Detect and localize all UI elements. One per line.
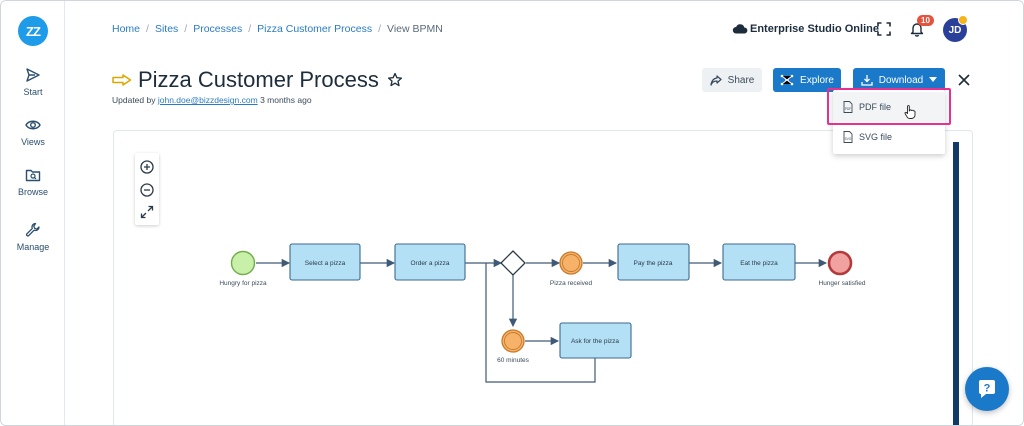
avatar-status-dot xyxy=(958,15,968,25)
breadcrumb-sites[interactable]: Sites xyxy=(154,23,179,35)
download-menu: PDF PDF file SVG SVG file xyxy=(833,90,945,154)
eye-icon xyxy=(25,120,41,130)
app-logo[interactable]: ZZ xyxy=(18,16,48,46)
download-label: Download xyxy=(878,74,924,86)
start-event-label: Hungry for pizza xyxy=(219,280,267,287)
close-icon xyxy=(958,74,970,86)
task-pay-pizza[interactable] xyxy=(617,243,690,281)
event-based-gateway[interactable] xyxy=(500,250,526,276)
svg-text:PDF: PDF xyxy=(845,107,851,111)
process-arrow-icon xyxy=(112,74,132,86)
updated-info: Updated by john.doe@bizzdesign.com 3 mon… xyxy=(112,95,312,105)
timer-event-label: 60 minutes xyxy=(497,357,530,364)
svg-file-icon: SVG xyxy=(843,131,853,143)
breadcrumb-processes[interactable]: Processes xyxy=(193,23,243,35)
zoom-in-icon xyxy=(140,160,154,174)
task-select-pizza[interactable] xyxy=(289,243,361,281)
sidebar-item-views[interactable]: Views xyxy=(1,117,65,147)
task-label: Eat the pizza xyxy=(740,260,778,267)
intermediate-event-inner-ring xyxy=(562,254,580,272)
breadcrumb-process[interactable]: Pizza Customer Process xyxy=(257,23,373,35)
help-chat-icon: ? xyxy=(979,380,995,398)
breadcrumb-separator: / xyxy=(184,23,188,35)
sidebar-item-browse[interactable]: Browse xyxy=(1,167,65,197)
intermediate-event-label: Pizza received xyxy=(550,280,593,287)
hand-cursor-icon xyxy=(904,105,916,119)
task-order-pizza[interactable] xyxy=(394,243,466,281)
svg-text:?: ? xyxy=(984,383,991,395)
close-button[interactable] xyxy=(958,73,970,91)
fullscreen-icon xyxy=(877,22,891,36)
updated-by-link[interactable]: john.doe@bizzdesign.com xyxy=(157,95,258,105)
main-content: Home / Sites / Processes / Pizza Customer Proc… xyxy=(65,1,1023,425)
svg-text:SVG: SVG xyxy=(845,137,852,141)
breadcrumb-separator: / xyxy=(146,23,149,35)
zoom-out-button[interactable] xyxy=(139,182,155,198)
highlight-box xyxy=(827,88,951,125)
end-event-label: Hunger satisfied xyxy=(819,280,866,287)
share-label: Share xyxy=(727,74,755,86)
help-button[interactable]: ? xyxy=(965,367,1009,411)
send-icon xyxy=(26,68,40,82)
breadcrumb: Home / Sites / Processes / Pizza Customer Proc… xyxy=(112,23,443,35)
timer-event-inner-ring xyxy=(504,332,522,350)
network-icon xyxy=(780,74,794,86)
menu-item-label: SVG file xyxy=(859,132,893,142)
fit-view-button[interactable] xyxy=(139,204,155,220)
zoom-in-button[interactable] xyxy=(139,159,155,175)
expand-icon xyxy=(140,205,154,219)
sidebar-item-label: Views xyxy=(21,137,45,147)
sidebar-item-manage[interactable]: Manage xyxy=(1,222,65,252)
pdf-file-icon: PDF xyxy=(843,101,853,113)
share-icon xyxy=(710,74,722,86)
page-title-row: Pizza Customer Process xyxy=(112,67,403,93)
task-label: Order a pizza xyxy=(410,260,449,267)
menu-item-svg[interactable]: SVG SVG file xyxy=(833,122,945,152)
caret-down-icon xyxy=(929,77,938,82)
task-eat-pizza[interactable] xyxy=(722,243,796,281)
canvas-scrollbar[interactable] xyxy=(953,142,959,425)
download-icon xyxy=(861,75,873,86)
share-button[interactable]: Share xyxy=(702,68,762,92)
page-title: Pizza Customer Process xyxy=(138,67,379,92)
sidebar-item-start[interactable]: Start xyxy=(1,67,65,97)
diagram-canvas[interactable] xyxy=(113,130,973,425)
start-event[interactable] xyxy=(230,250,256,276)
wrench-icon xyxy=(25,222,40,237)
intermediate-event-pizza-received[interactable] xyxy=(559,251,583,275)
sidebar-item-label: Start xyxy=(23,87,43,97)
notification-count-badge: 10 xyxy=(917,15,934,26)
task-label: Select a pizza xyxy=(305,260,346,267)
breadcrumb-home[interactable]: Home xyxy=(112,23,141,35)
studio-indicator: Enterprise Studio Online xyxy=(732,23,879,35)
menu-item-label: PDF file xyxy=(859,102,892,112)
cloud-icon xyxy=(732,24,748,34)
zoom-out-icon xyxy=(140,183,154,197)
updated-prefix: Updated by xyxy=(112,95,156,105)
folder-search-icon xyxy=(25,169,41,182)
task-ask-for-pizza[interactable] xyxy=(559,322,632,359)
sidebar-item-label: Manage xyxy=(16,242,50,252)
breadcrumb-separator: / xyxy=(378,23,382,35)
breadcrumb-separator: / xyxy=(248,23,252,35)
menu-item-pdf[interactable]: PDF PDF file xyxy=(833,92,945,122)
fullscreen-button[interactable] xyxy=(877,22,891,41)
sidebar-item-label: Browse xyxy=(17,187,48,197)
breadcrumb-current: View BPMN xyxy=(387,23,443,35)
task-label: Ask for the pizza xyxy=(571,338,619,345)
sidebar: ZZ Start Views Browse Manage xyxy=(1,1,65,425)
explore-label: Explore xyxy=(800,74,834,86)
end-event[interactable] xyxy=(827,250,853,276)
studio-name: Enterprise Studio Online xyxy=(750,23,879,35)
favorite-star-icon[interactable] xyxy=(387,72,403,88)
updated-when: 3 months ago xyxy=(260,95,312,105)
zoom-controls xyxy=(135,153,159,225)
bpmn-diagram: Hungry for pizza Select a pizza Order a … xyxy=(219,243,866,383)
timer-event-60-minutes[interactable] xyxy=(501,329,525,353)
task-label: Pay the pizza xyxy=(633,260,672,267)
